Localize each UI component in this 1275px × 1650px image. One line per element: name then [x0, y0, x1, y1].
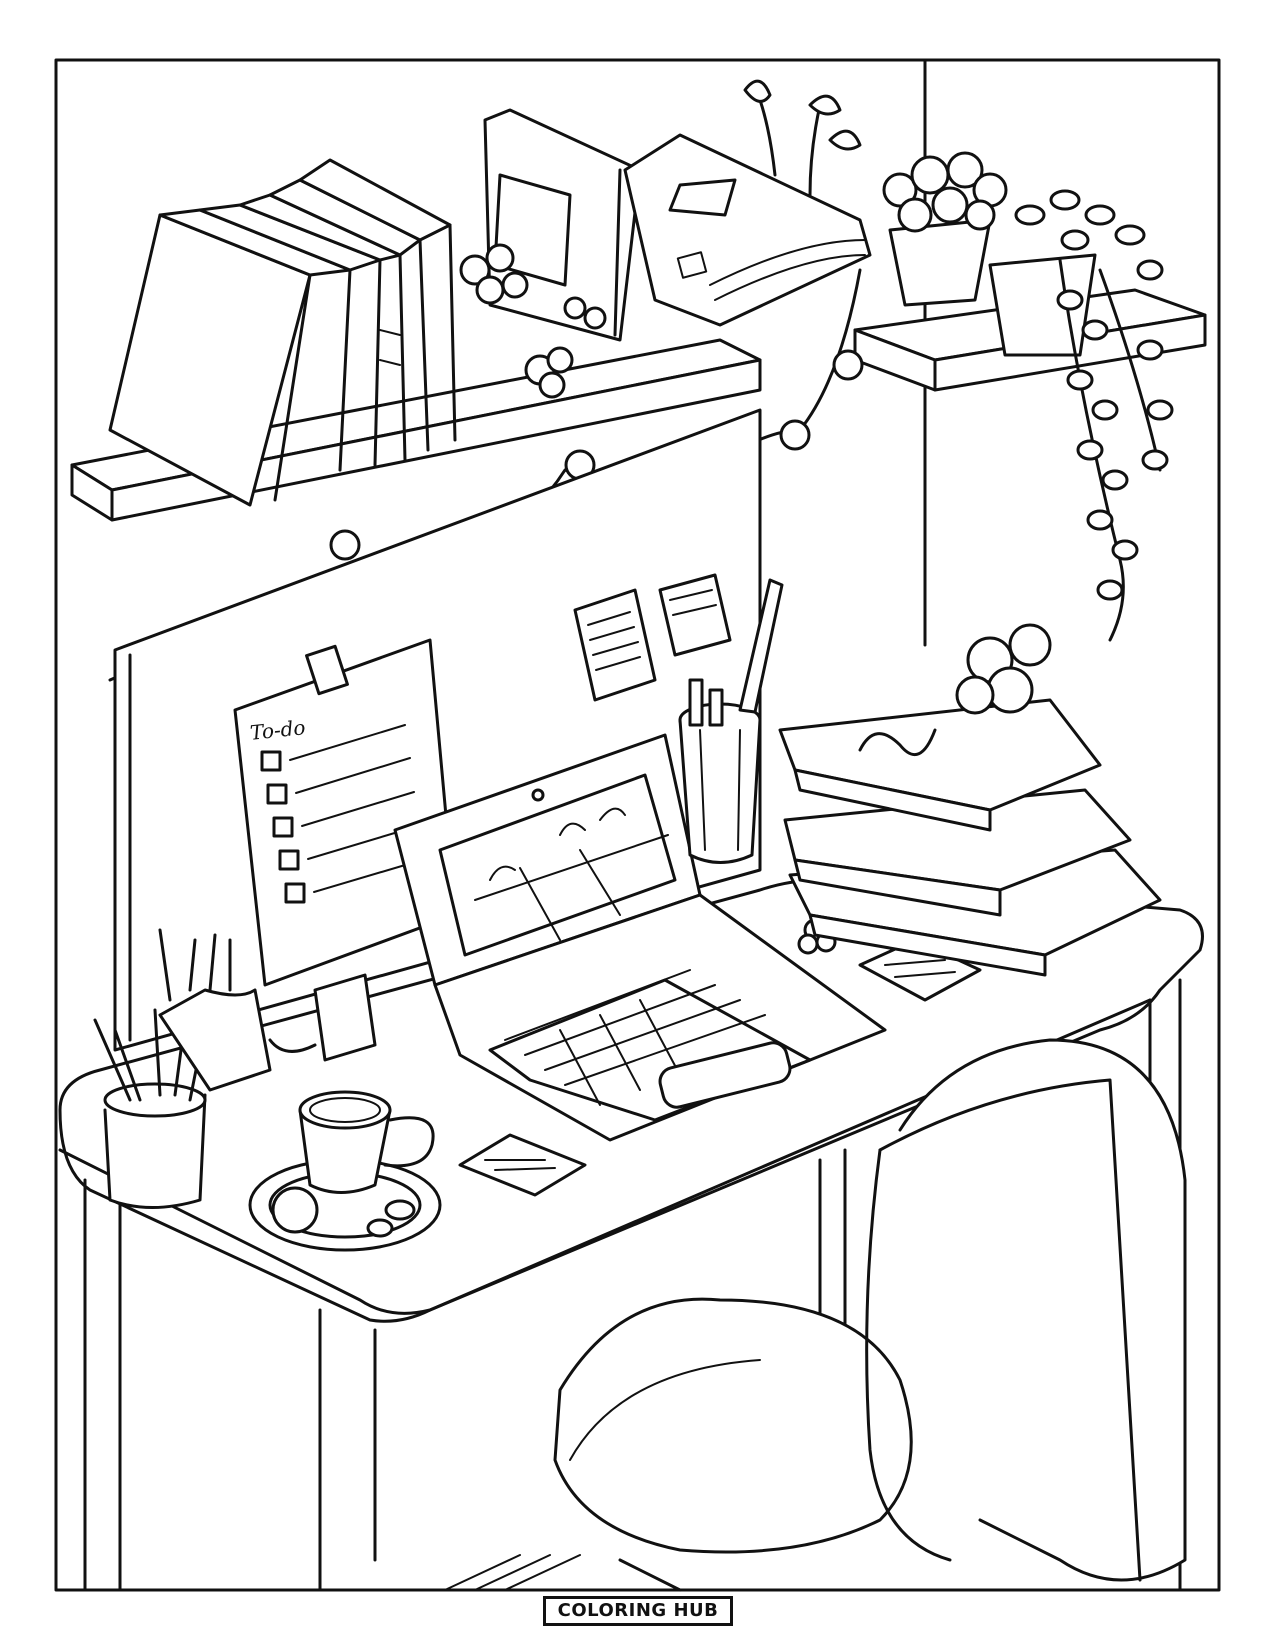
picture-frame: [483, 108, 642, 342]
board-sticky-notes: [573, 573, 732, 702]
page-border: [54, 58, 1221, 1592]
chair: [553, 1038, 1187, 1592]
book-stack: [778, 623, 1162, 977]
succulent-small: [459, 243, 574, 399]
coffee-cup: [248, 1090, 442, 1252]
desk-notes: [458, 938, 982, 1197]
hanging-plant: [988, 189, 1174, 642]
tulip-branch: [743, 79, 862, 197]
shelf-books: [108, 158, 457, 507]
pencil-holder-back: [158, 928, 272, 1092]
pen-cup-back: [678, 578, 784, 864]
brand-logo: COLORING HUB: [543, 1596, 733, 1626]
shelf-blanket-stack: [623, 133, 872, 327]
floor-rug: [444, 1554, 581, 1591]
potted-plant-bush: [882, 151, 1008, 307]
laptop: [393, 733, 887, 1142]
small-sticky-note: [268, 973, 377, 1062]
